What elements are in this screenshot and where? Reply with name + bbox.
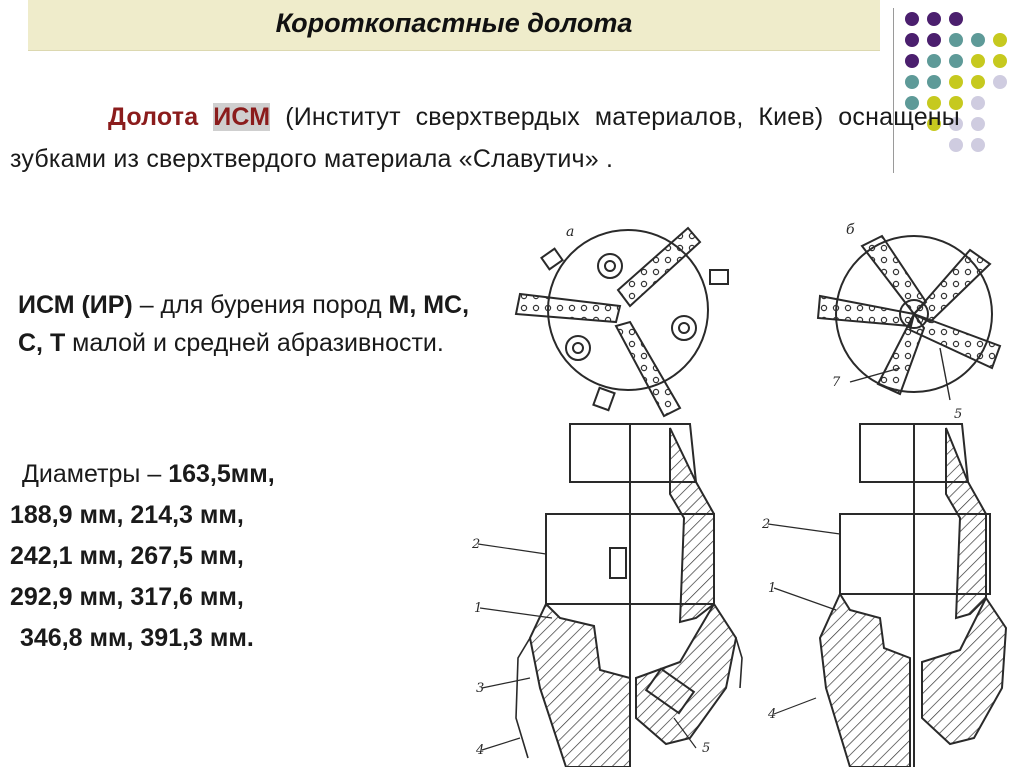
ism-head: ИСМ (ИР) <box>18 291 133 319</box>
dot-purple <box>905 33 919 47</box>
dot-lavender <box>949 117 963 131</box>
intro-paragraph: Долота ИСМ (Институт сверхтвердых матери… <box>10 96 960 180</box>
ism-text-2: малой и средней абразивности. <box>65 329 444 357</box>
diameter-value: 242,1 мм, 267,5 мм, <box>10 542 244 570</box>
ism-text-1: – для бурения пород <box>132 291 389 319</box>
dot-lavender <box>949 138 963 152</box>
svg-text:7: 7 <box>832 375 841 390</box>
svg-text:2: 2 <box>471 537 480 552</box>
svg-text:5: 5 <box>954 407 962 422</box>
dot-teal <box>905 96 919 110</box>
svg-text:1: 1 <box>474 601 482 616</box>
ism-label-key: ИСМ <box>213 103 271 131</box>
drill-bit-drawing: а б 7 5 2 1 3 4 5 <box>471 222 1008 767</box>
dot-purple <box>905 54 919 68</box>
decorative-divider <box>893 8 894 173</box>
label-b: б <box>846 222 855 238</box>
diameters-line-4: 292,9 мм, 317,6 мм, <box>10 577 480 618</box>
diameter-value: 346,8 мм, 391,3 мм. <box>20 624 254 652</box>
label-a: а <box>566 224 574 240</box>
diameter-value: 188,9 мм, 214,3 мм, <box>10 501 244 529</box>
dot-lavender <box>971 138 985 152</box>
dot-olive <box>993 54 1007 68</box>
svg-text:4: 4 <box>475 743 484 758</box>
decorative-dots <box>905 12 1024 172</box>
dot-teal <box>949 33 963 47</box>
dot-purple <box>905 12 919 26</box>
dot-olive <box>993 33 1007 47</box>
svg-text:4: 4 <box>767 707 776 722</box>
diameters-label: Диаметры – <box>22 460 169 488</box>
dot-olive <box>927 117 941 131</box>
diameter-value: 163,5мм, <box>168 460 275 488</box>
dot-lavender <box>971 117 985 131</box>
ism-label-prefix: Долота <box>108 103 199 131</box>
dot-teal <box>905 75 919 89</box>
dot-olive <box>971 75 985 89</box>
dot-olive <box>971 54 985 68</box>
diameter-value: 292,9 мм, 317,6 мм, <box>10 583 244 611</box>
dot-teal <box>949 54 963 68</box>
intro-text: (Институт сверхтвердых материалов, Киев)… <box>10 103 960 173</box>
diameters-block: Диаметры – 163,5мм, 188,9 мм, 214,3 мм, … <box>10 454 480 659</box>
dot-purple <box>927 12 941 26</box>
dot-lavender <box>971 96 985 110</box>
dot-teal <box>971 33 985 47</box>
diameters-line-1: Диаметры – 163,5мм, <box>10 454 480 495</box>
diameters-line-3: 242,1 мм, 267,5 мм, <box>10 536 480 577</box>
dot-olive <box>949 75 963 89</box>
svg-text:2: 2 <box>761 517 770 532</box>
ism-description: ИСМ (ИР) – для бурения пород М, МС, С, Т… <box>18 286 478 362</box>
diameters-line-2: 188,9 мм, 214,3 мм, <box>10 495 480 536</box>
slide-title: Короткопастные долота <box>275 8 633 38</box>
dot-olive <box>927 96 941 110</box>
svg-text:1: 1 <box>768 581 776 596</box>
dot-teal <box>927 75 941 89</box>
svg-text:3: 3 <box>476 681 484 696</box>
title-bar: Короткопастные долота <box>28 0 880 51</box>
dot-teal <box>927 54 941 68</box>
diameters-line-5: 346,8 мм, 391,3 мм. <box>10 618 480 659</box>
svg-text:5: 5 <box>702 741 710 756</box>
dot-purple <box>949 12 963 26</box>
dot-lavender <box>993 75 1007 89</box>
dot-olive <box>949 96 963 110</box>
rock-types: М, МС, С, Т <box>18 291 470 357</box>
dot-purple <box>927 33 941 47</box>
